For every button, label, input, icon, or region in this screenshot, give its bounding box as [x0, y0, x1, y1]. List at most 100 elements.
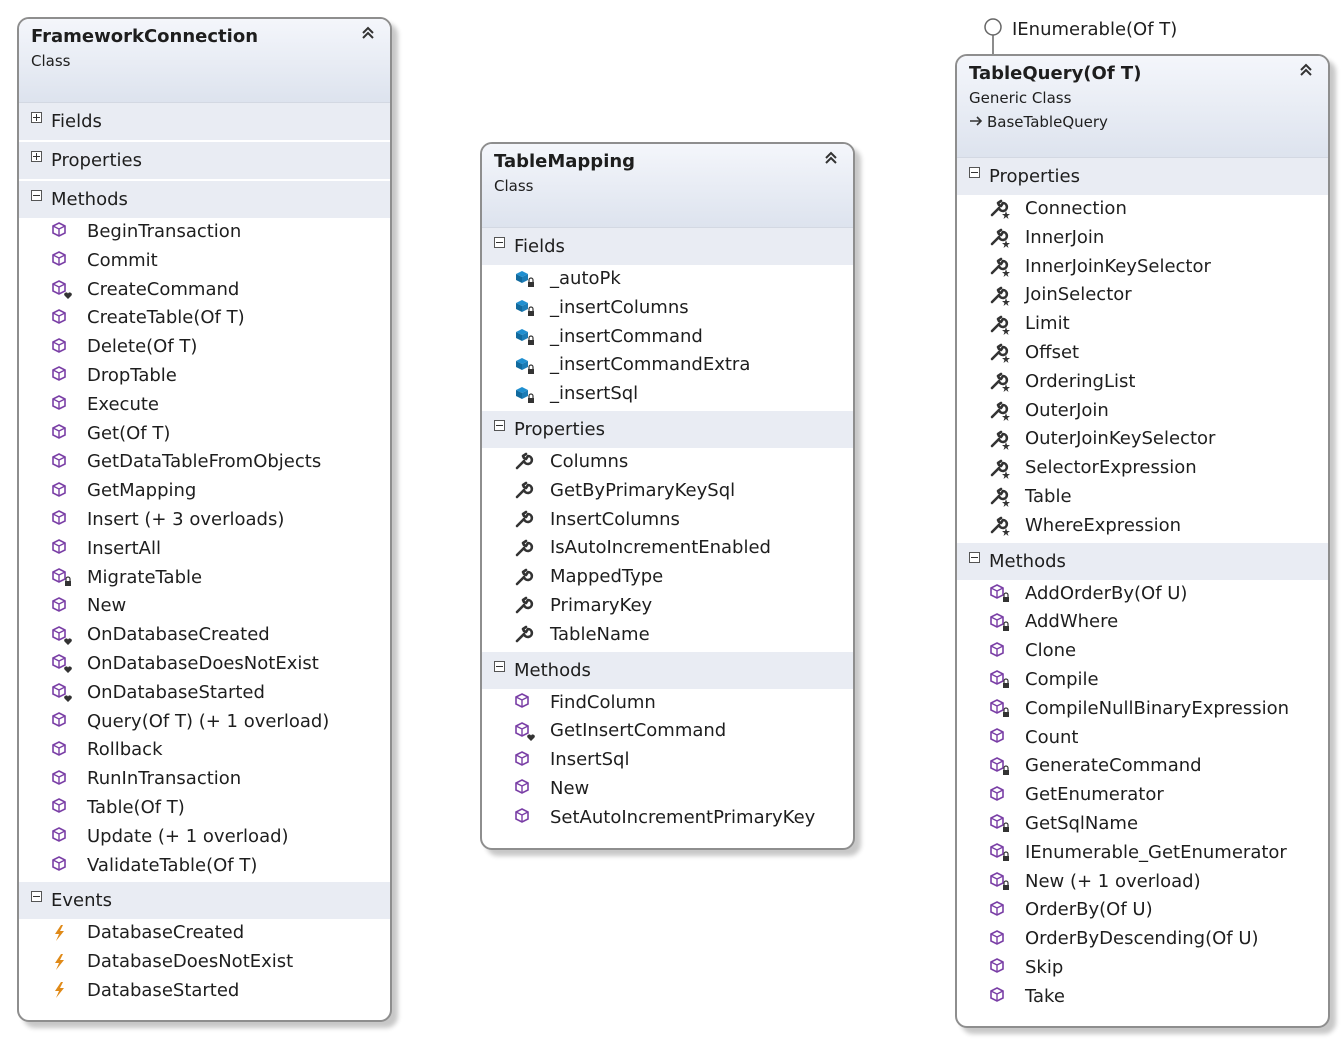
member-row[interactable]: GetByPrimaryKeySql	[512, 477, 853, 506]
member-row[interactable]: InsertAll	[49, 535, 390, 564]
member-row[interactable]: MappedType	[512, 563, 853, 592]
member-row[interactable]: OrderByDescending(Of U)	[987, 925, 1328, 954]
member-row[interactable]: Delete(Of T)	[49, 333, 390, 362]
collapse-icon[interactable]	[31, 190, 42, 201]
member-row[interactable]: Query(Of T) (+ 1 overload)	[49, 708, 390, 737]
member-row[interactable]: Connection	[987, 195, 1328, 224]
member-row[interactable]: _insertCommand	[512, 323, 853, 352]
collapse-chevron-icon[interactable]	[1296, 62, 1316, 82]
method-icon	[49, 797, 75, 819]
member-row[interactable]: OuterJoinKeySelector	[987, 425, 1328, 454]
section-methods[interactable]: Methods	[482, 651, 853, 689]
section-properties[interactable]: Properties	[957, 158, 1328, 195]
member-row[interactable]: Update (+ 1 overload)	[49, 823, 390, 852]
member-row[interactable]: Get(Of T)	[49, 420, 390, 449]
section-events[interactable]: Events	[19, 882, 390, 920]
collapse-icon[interactable]	[494, 237, 505, 248]
member-row[interactable]: New (+ 1 overload)	[987, 868, 1328, 897]
member-row[interactable]: _autoPk	[512, 265, 853, 294]
member-row[interactable]: OnDatabaseCreated	[49, 621, 390, 650]
member-row[interactable]: GetDataTableFromObjects	[49, 448, 390, 477]
section-fields[interactable]: Fields	[19, 103, 390, 140]
member-row[interactable]: Commit	[49, 247, 390, 276]
member-row[interactable]: _insertColumns	[512, 294, 853, 323]
member-row[interactable]: Execute	[49, 391, 390, 420]
collapse-icon[interactable]	[31, 891, 42, 903]
member-row[interactable]: OnDatabaseDoesNotExist	[49, 650, 390, 679]
class-header[interactable]: TableQuery(Of T) Generic Class BaseTable…	[957, 56, 1328, 158]
member-row[interactable]: GetMapping	[49, 477, 390, 506]
member-row[interactable]: Table	[987, 483, 1328, 512]
member-row[interactable]: CompileNullBinaryExpression	[987, 695, 1328, 724]
member-row[interactable]: OuterJoin	[987, 397, 1328, 426]
member-row[interactable]: GetInsertCommand	[512, 717, 853, 746]
class-frameworkconnection[interactable]: FrameworkConnection Class Fields Propert…	[17, 17, 392, 1022]
member-row[interactable]: InnerJoinKeySelector	[987, 253, 1328, 282]
member-row[interactable]: IsAutoIncrementEnabled	[512, 534, 853, 563]
expand-icon[interactable]	[31, 151, 42, 162]
collapse-icon[interactable]	[494, 419, 505, 431]
section-properties[interactable]: Properties	[19, 142, 390, 179]
member-row[interactable]: SelectorExpression	[987, 454, 1328, 483]
member-row[interactable]: _insertSql	[512, 380, 853, 409]
member-row[interactable]: IEnumerable_GetEnumerator	[987, 839, 1328, 868]
member-row[interactable]: OrderingList	[987, 368, 1328, 397]
member-row[interactable]: DropTable	[49, 362, 390, 391]
member-row[interactable]: _insertCommandExtra	[512, 351, 853, 380]
member-row[interactable]: RunInTransaction	[49, 765, 390, 794]
expand-icon[interactable]	[31, 112, 42, 123]
member-row[interactable]: DatabaseStarted	[49, 977, 390, 1006]
collapse-chevron-icon[interactable]	[821, 150, 841, 170]
member-row[interactable]: FindColumn	[512, 689, 853, 718]
member-row[interactable]: InsertColumns	[512, 506, 853, 535]
collapse-icon[interactable]	[969, 167, 980, 178]
member-row[interactable]: PrimaryKey	[512, 592, 853, 621]
member-row[interactable]: SetAutoIncrementPrimaryKey	[512, 804, 853, 833]
section-properties[interactable]: Properties	[482, 410, 853, 448]
member-row[interactable]: New	[512, 775, 853, 804]
member-row[interactable]: Take	[987, 983, 1328, 1012]
member-row[interactable]: Compile	[987, 666, 1328, 695]
class-header[interactable]: FrameworkConnection Class	[19, 19, 390, 103]
property-icon	[512, 538, 538, 560]
class-tablequery[interactable]: TableQuery(Of T) Generic Class BaseTable…	[955, 54, 1330, 1028]
member-row[interactable]: CreateCommand	[49, 276, 390, 305]
member-row[interactable]: JoinSelector	[987, 281, 1328, 310]
member-row[interactable]: TableName	[512, 621, 853, 650]
member-row[interactable]: ValidateTable(Of T)	[49, 852, 390, 881]
class-tablemapping[interactable]: TableMapping Class Fields _autoPk_insert…	[480, 142, 855, 850]
member-row[interactable]: MigrateTable	[49, 564, 390, 593]
member-row[interactable]: Insert (+ 3 overloads)	[49, 506, 390, 535]
member-row[interactable]: Offset	[987, 339, 1328, 368]
member-row[interactable]: GetEnumerator	[987, 781, 1328, 810]
section-methods[interactable]: Methods	[19, 181, 390, 218]
member-label: Execute	[87, 393, 159, 415]
member-row[interactable]: Columns	[512, 448, 853, 477]
section-methods[interactable]: Methods	[957, 542, 1328, 580]
member-row[interactable]: AddWhere	[987, 608, 1328, 637]
member-row[interactable]: Skip	[987, 954, 1328, 983]
member-row[interactable]: New	[49, 592, 390, 621]
member-row[interactable]: Table(Of T)	[49, 794, 390, 823]
member-row[interactable]: AddOrderBy(Of U)	[987, 580, 1328, 609]
member-row[interactable]: WhereExpression	[987, 512, 1328, 541]
collapse-chevron-icon[interactable]	[358, 25, 378, 45]
member-row[interactable]: InsertSql	[512, 746, 853, 775]
member-row[interactable]: GetSqlName	[987, 810, 1328, 839]
member-row[interactable]: Limit	[987, 310, 1328, 339]
member-row[interactable]: Count	[987, 724, 1328, 753]
member-row[interactable]: Clone	[987, 637, 1328, 666]
member-row[interactable]: OrderBy(Of U)	[987, 896, 1328, 925]
member-row[interactable]: BeginTransaction	[49, 218, 390, 247]
class-header[interactable]: TableMapping Class	[482, 144, 853, 228]
section-fields[interactable]: Fields	[482, 228, 853, 265]
member-row[interactable]: CreateTable(Of T)	[49, 304, 390, 333]
collapse-icon[interactable]	[494, 660, 505, 672]
member-row[interactable]: OnDatabaseStarted	[49, 679, 390, 708]
member-row[interactable]: Rollback	[49, 736, 390, 765]
member-row[interactable]: GenerateCommand	[987, 752, 1328, 781]
member-row[interactable]: DatabaseDoesNotExist	[49, 948, 390, 977]
collapse-icon[interactable]	[969, 551, 980, 563]
member-row[interactable]: InnerJoin	[987, 224, 1328, 253]
member-row[interactable]: DatabaseCreated	[49, 919, 390, 948]
